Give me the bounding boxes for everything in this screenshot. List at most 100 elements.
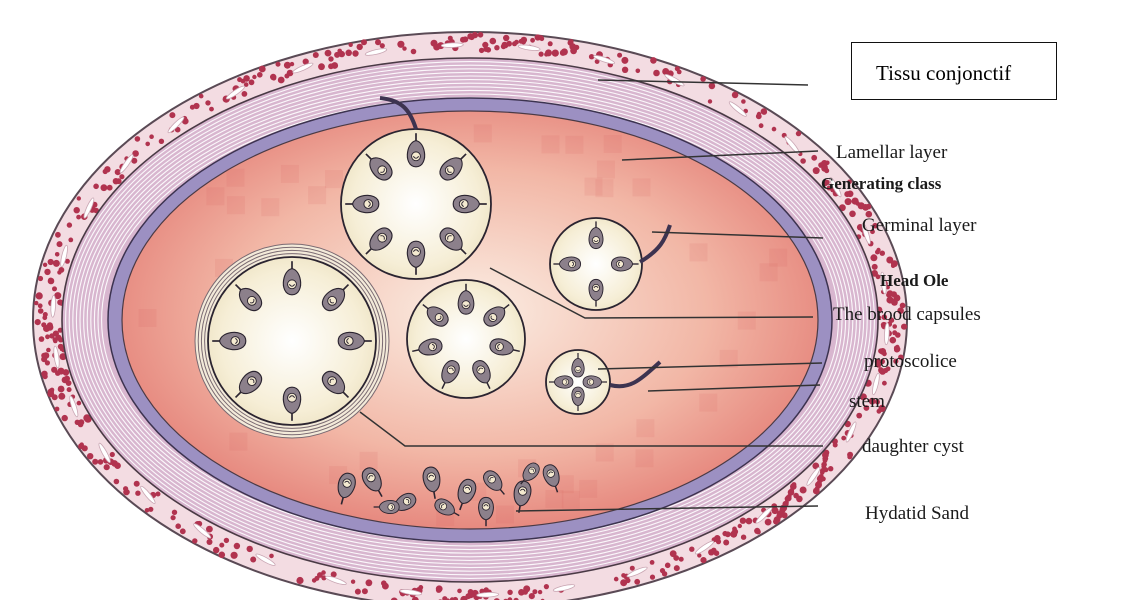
connective-dot	[270, 74, 276, 80]
connective-dot	[334, 52, 340, 58]
label-head-ole: Head Ole	[880, 272, 948, 289]
connective-dot	[880, 251, 885, 256]
connective-dot	[870, 254, 877, 261]
connective-dot	[650, 560, 655, 565]
cavity-cell	[760, 263, 778, 281]
cavity-cell	[738, 312, 756, 330]
connective-dot	[796, 496, 803, 503]
connective-dot	[35, 319, 41, 325]
connective-dot	[622, 67, 628, 73]
connective-dot	[92, 459, 98, 465]
connective-dot	[636, 69, 641, 74]
connective-dot	[462, 36, 468, 42]
brood-capsule-large	[341, 129, 491, 279]
connective-dot	[431, 40, 438, 47]
connective-dot	[58, 344, 64, 350]
connective-dot	[169, 112, 175, 118]
connective-dot	[43, 312, 48, 317]
label-brood-capsules: The brood capsules	[833, 305, 981, 324]
connective-dot	[135, 491, 140, 496]
connective-dot	[80, 442, 84, 446]
connective-dot	[103, 169, 108, 174]
connective-dot	[418, 585, 423, 590]
connective-dot	[886, 296, 893, 303]
connective-dot	[209, 107, 214, 112]
connective-dot	[55, 407, 60, 412]
connective-dot	[328, 56, 333, 61]
connective-dot	[355, 589, 361, 595]
label-lamellar-layer: Lamellar layer	[836, 143, 947, 162]
connective-dot	[689, 547, 694, 552]
connective-dot	[732, 92, 739, 99]
brood-capsule-right-bottom	[546, 350, 610, 414]
connective-dot	[38, 276, 43, 281]
connective-dot	[101, 184, 108, 191]
connective-dot	[52, 286, 57, 291]
connective-dot	[890, 337, 897, 344]
connective-dot	[841, 436, 846, 441]
connective-dot	[478, 32, 484, 38]
connective-dot	[93, 184, 99, 190]
connective-dot	[725, 531, 731, 537]
connective-dot	[538, 35, 543, 40]
connective-dot	[833, 443, 838, 448]
connective-dot	[561, 48, 568, 55]
connective-dot	[621, 573, 626, 578]
cavity-cell	[474, 124, 492, 142]
connective-dot	[180, 528, 186, 534]
connective-dot	[700, 557, 706, 563]
connective-dot	[242, 91, 248, 97]
cavity-cell	[579, 480, 597, 498]
connective-dot	[813, 488, 820, 495]
connective-dot	[759, 123, 764, 128]
connective-dot	[514, 40, 519, 45]
connective-dot	[617, 53, 622, 58]
connective-dot	[159, 139, 164, 144]
connective-dot	[42, 354, 47, 359]
connective-dot	[741, 99, 746, 104]
connective-dot	[548, 41, 553, 46]
cavity-cell	[308, 186, 326, 204]
connective-dot	[532, 589, 537, 594]
connective-dot	[858, 202, 865, 209]
connective-dot	[490, 38, 497, 45]
connective-dot	[711, 548, 716, 553]
connective-dot	[630, 566, 635, 571]
cavity-cell	[325, 170, 343, 188]
connective-dot	[375, 39, 381, 45]
connective-dot	[849, 211, 856, 218]
connective-dot	[544, 584, 549, 589]
connective-dot	[539, 52, 544, 57]
connective-dot	[119, 174, 124, 179]
connective-dot	[318, 63, 325, 70]
label-stem: stem	[849, 392, 885, 411]
connective-dot	[732, 527, 737, 532]
connective-dot	[249, 79, 255, 85]
connective-dot	[519, 39, 524, 44]
connective-dot	[756, 113, 762, 119]
connective-dot	[650, 575, 655, 580]
connective-dot	[366, 579, 373, 586]
connective-dot	[856, 413, 862, 419]
connective-dot	[448, 36, 453, 41]
connective-dot	[662, 571, 667, 576]
connective-dot	[48, 388, 54, 394]
connective-dot	[67, 387, 72, 392]
cavity-cell	[206, 187, 224, 205]
connective-dot	[58, 386, 65, 393]
connective-dot	[74, 207, 80, 213]
connective-dot	[828, 466, 833, 471]
cavity-cell	[585, 178, 603, 196]
connective-dot	[653, 70, 660, 77]
connective-dot	[193, 103, 199, 109]
connective-dot	[287, 70, 294, 77]
connective-dot	[110, 452, 115, 457]
connective-dot	[134, 481, 140, 487]
connective-dot	[872, 264, 878, 270]
connective-dot	[34, 301, 38, 305]
connective-dot	[247, 546, 253, 552]
connective-dot	[107, 185, 113, 191]
connective-dot	[207, 539, 213, 545]
label-protoscolice: protoscolice	[864, 352, 957, 371]
connective-dot	[845, 198, 852, 205]
